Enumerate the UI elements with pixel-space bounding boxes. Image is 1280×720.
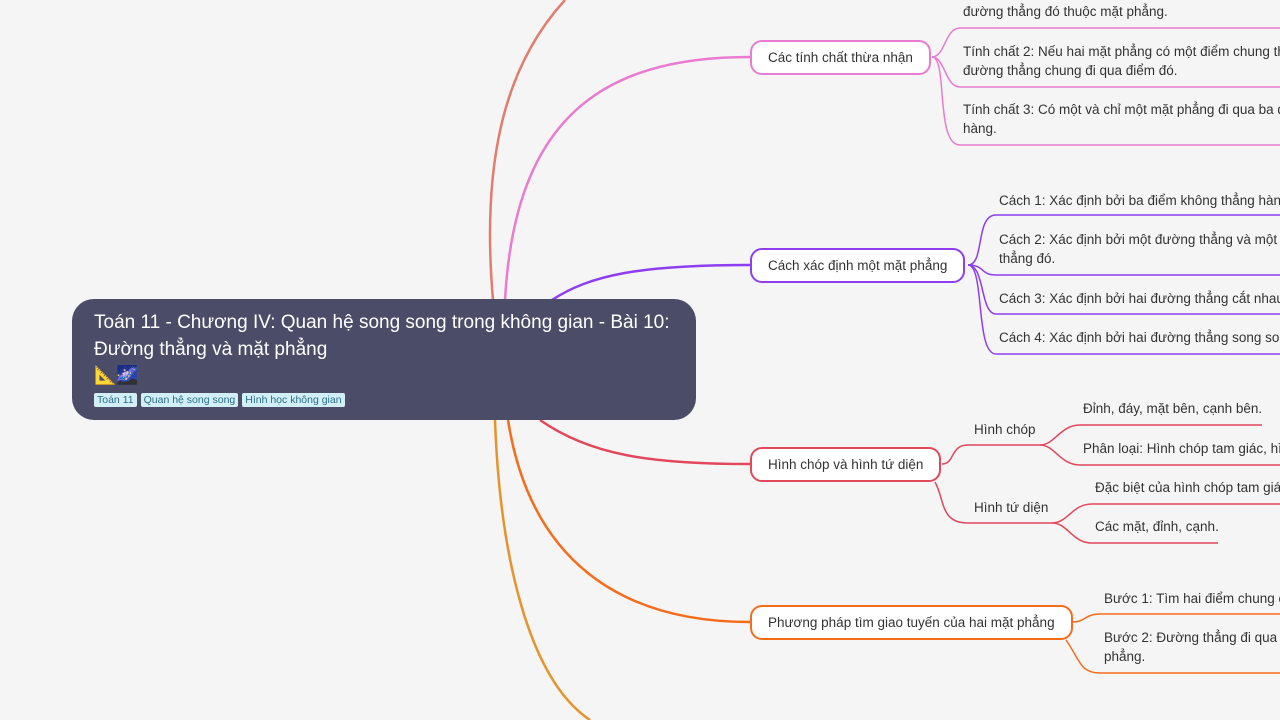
galaxy-image-icon: 🌌 <box>116 365 139 385</box>
leaf-step-1[interactable]: Bước 1: Tìm hai điểm chung cu <box>1104 591 1280 606</box>
central-topic-title: Toán 11 - Chương IV: Quan hệ song song t… <box>94 309 674 363</box>
branch-line-top <box>488 0 566 301</box>
branch-line-pyramid <box>539 418 751 466</box>
leaf-way-2[interactable]: Cách 2: Xác định bởi một đường thẳng và … <box>999 232 1280 266</box>
leaf-property-1[interactable]: đường thẳng đó thuộc mặt phẳng. <box>963 4 1168 19</box>
branch-line-determine <box>551 263 751 302</box>
tag[interactable]: Quan hệ song song <box>140 393 239 407</box>
leaf-pyramid-1[interactable]: Đỉnh, đáy, mặt bên, cạnh bên. <box>1083 401 1263 416</box>
topic-intersection-method[interactable]: Phương pháp tìm giao tuyến của hai mặt p… <box>750 605 1073 640</box>
subtopic-pyramid[interactable]: Hình chóp <box>974 422 1036 437</box>
title-line-2: Đường thẳng và mặt phẳng <box>94 339 328 360</box>
leaf-way-1[interactable]: Cách 1: Xác định bởi ba điểm không thẳng… <box>999 193 1280 208</box>
leaf-pyramid-2[interactable]: Phân loại: Hình chóp tam giác, hìn <box>1083 441 1280 456</box>
topic-determine-plane[interactable]: Cách xác định một mặt phẳng <box>750 248 966 283</box>
leaf-property-2[interactable]: Tính chất 2: Nếu hai mặt phẳng có một đi… <box>963 44 1280 78</box>
leaf-tetrahedron-2[interactable]: Các mặt, đỉnh, cạnh. <box>1095 519 1219 534</box>
central-topic[interactable]: Toán 11 - Chương IV: Quan hệ song song t… <box>72 299 696 420</box>
topic-pyramid-tetrahedron[interactable]: Hình chóp và hình tứ diện <box>750 447 942 482</box>
title-line-1: Toán 11 - Chương IV: Quan hệ song song t… <box>94 312 670 333</box>
subtopic-tetrahedron[interactable]: Hình tứ diện <box>974 500 1049 515</box>
topic-properties[interactable]: Các tính chất thừa nhận <box>750 40 931 75</box>
branch-line-method <box>506 419 751 624</box>
leaf-way-4[interactable]: Cách 4: Xác định bởi hai đường thẳng son… <box>999 330 1280 345</box>
leaf-way-3[interactable]: Cách 3: Xác định bởi hai đường thẳng cắt… <box>999 291 1280 306</box>
branch-line-bottom <box>493 419 591 720</box>
triangle-ruler-icon: 📐 <box>94 365 117 385</box>
tag[interactable]: Toán 11 <box>94 393 137 407</box>
leaf-tetrahedron-1[interactable]: Đặc biệt của hình chóp tam giác <box>1095 480 1280 495</box>
leaf-property-3[interactable]: Tính chất 3: Có một và chỉ một mặt phẳng… <box>963 102 1280 136</box>
branch-line-properties <box>503 55 751 301</box>
tag[interactable]: Hình học không gian <box>242 393 345 407</box>
